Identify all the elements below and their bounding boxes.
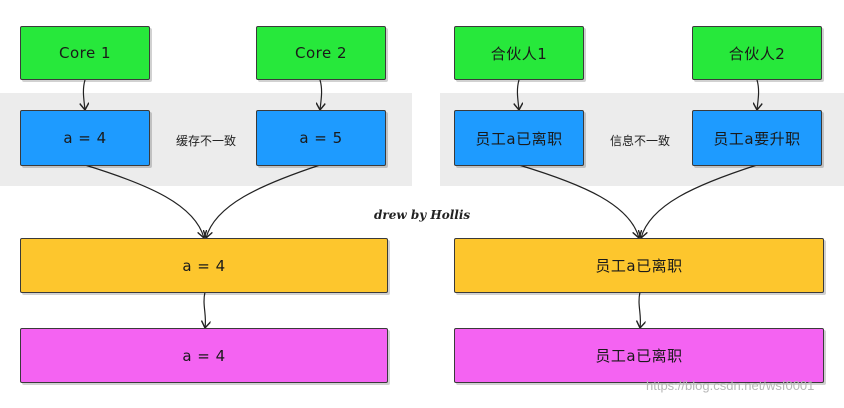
partner-1-node: 合伙人1	[454, 26, 584, 80]
core-1-node: Core 1	[20, 26, 150, 80]
core-2-node: Core 2	[256, 26, 386, 80]
arrow-core1-to-cache	[83, 79, 85, 110]
watermark-url: https://blog.csdn.net/wsf0001	[646, 378, 815, 393]
right-final-node: 员工a已离职	[454, 328, 824, 383]
partner-1-info-node: 员工a已离职	[454, 110, 584, 166]
arrow-info1-to-merged	[518, 164, 639, 238]
partner-2-node: 合伙人2	[692, 26, 822, 80]
author-signature: drew by Hollis	[374, 208, 471, 222]
core-1-cache-node: a = 4	[20, 110, 150, 166]
core-2-cache-node: a = 5	[256, 110, 386, 166]
left-final-node: a = 4	[20, 328, 388, 383]
info-inconsistent-label: 信息不一致	[610, 134, 671, 148]
partner-2-info-node: 员工a要升职	[692, 110, 822, 166]
cache-inconsistent-label: 缓存不一致	[176, 134, 237, 148]
arrow-merged-to-final	[204, 291, 205, 328]
arrow-cache2-to-merged	[206, 164, 321, 238]
arrow-core2-to-cache	[320, 79, 322, 110]
arrow-cache1-to-merged	[84, 164, 204, 238]
arrow-info2-to-merged	[641, 164, 758, 238]
arrow-merged2-to-final2	[639, 291, 640, 328]
right-merged-node: 员工a已离职	[454, 238, 824, 293]
left-merged-node: a = 4	[20, 238, 388, 293]
arrow-partner1-to-cache	[517, 79, 519, 110]
arrow-partner2-to-cache	[757, 79, 759, 110]
